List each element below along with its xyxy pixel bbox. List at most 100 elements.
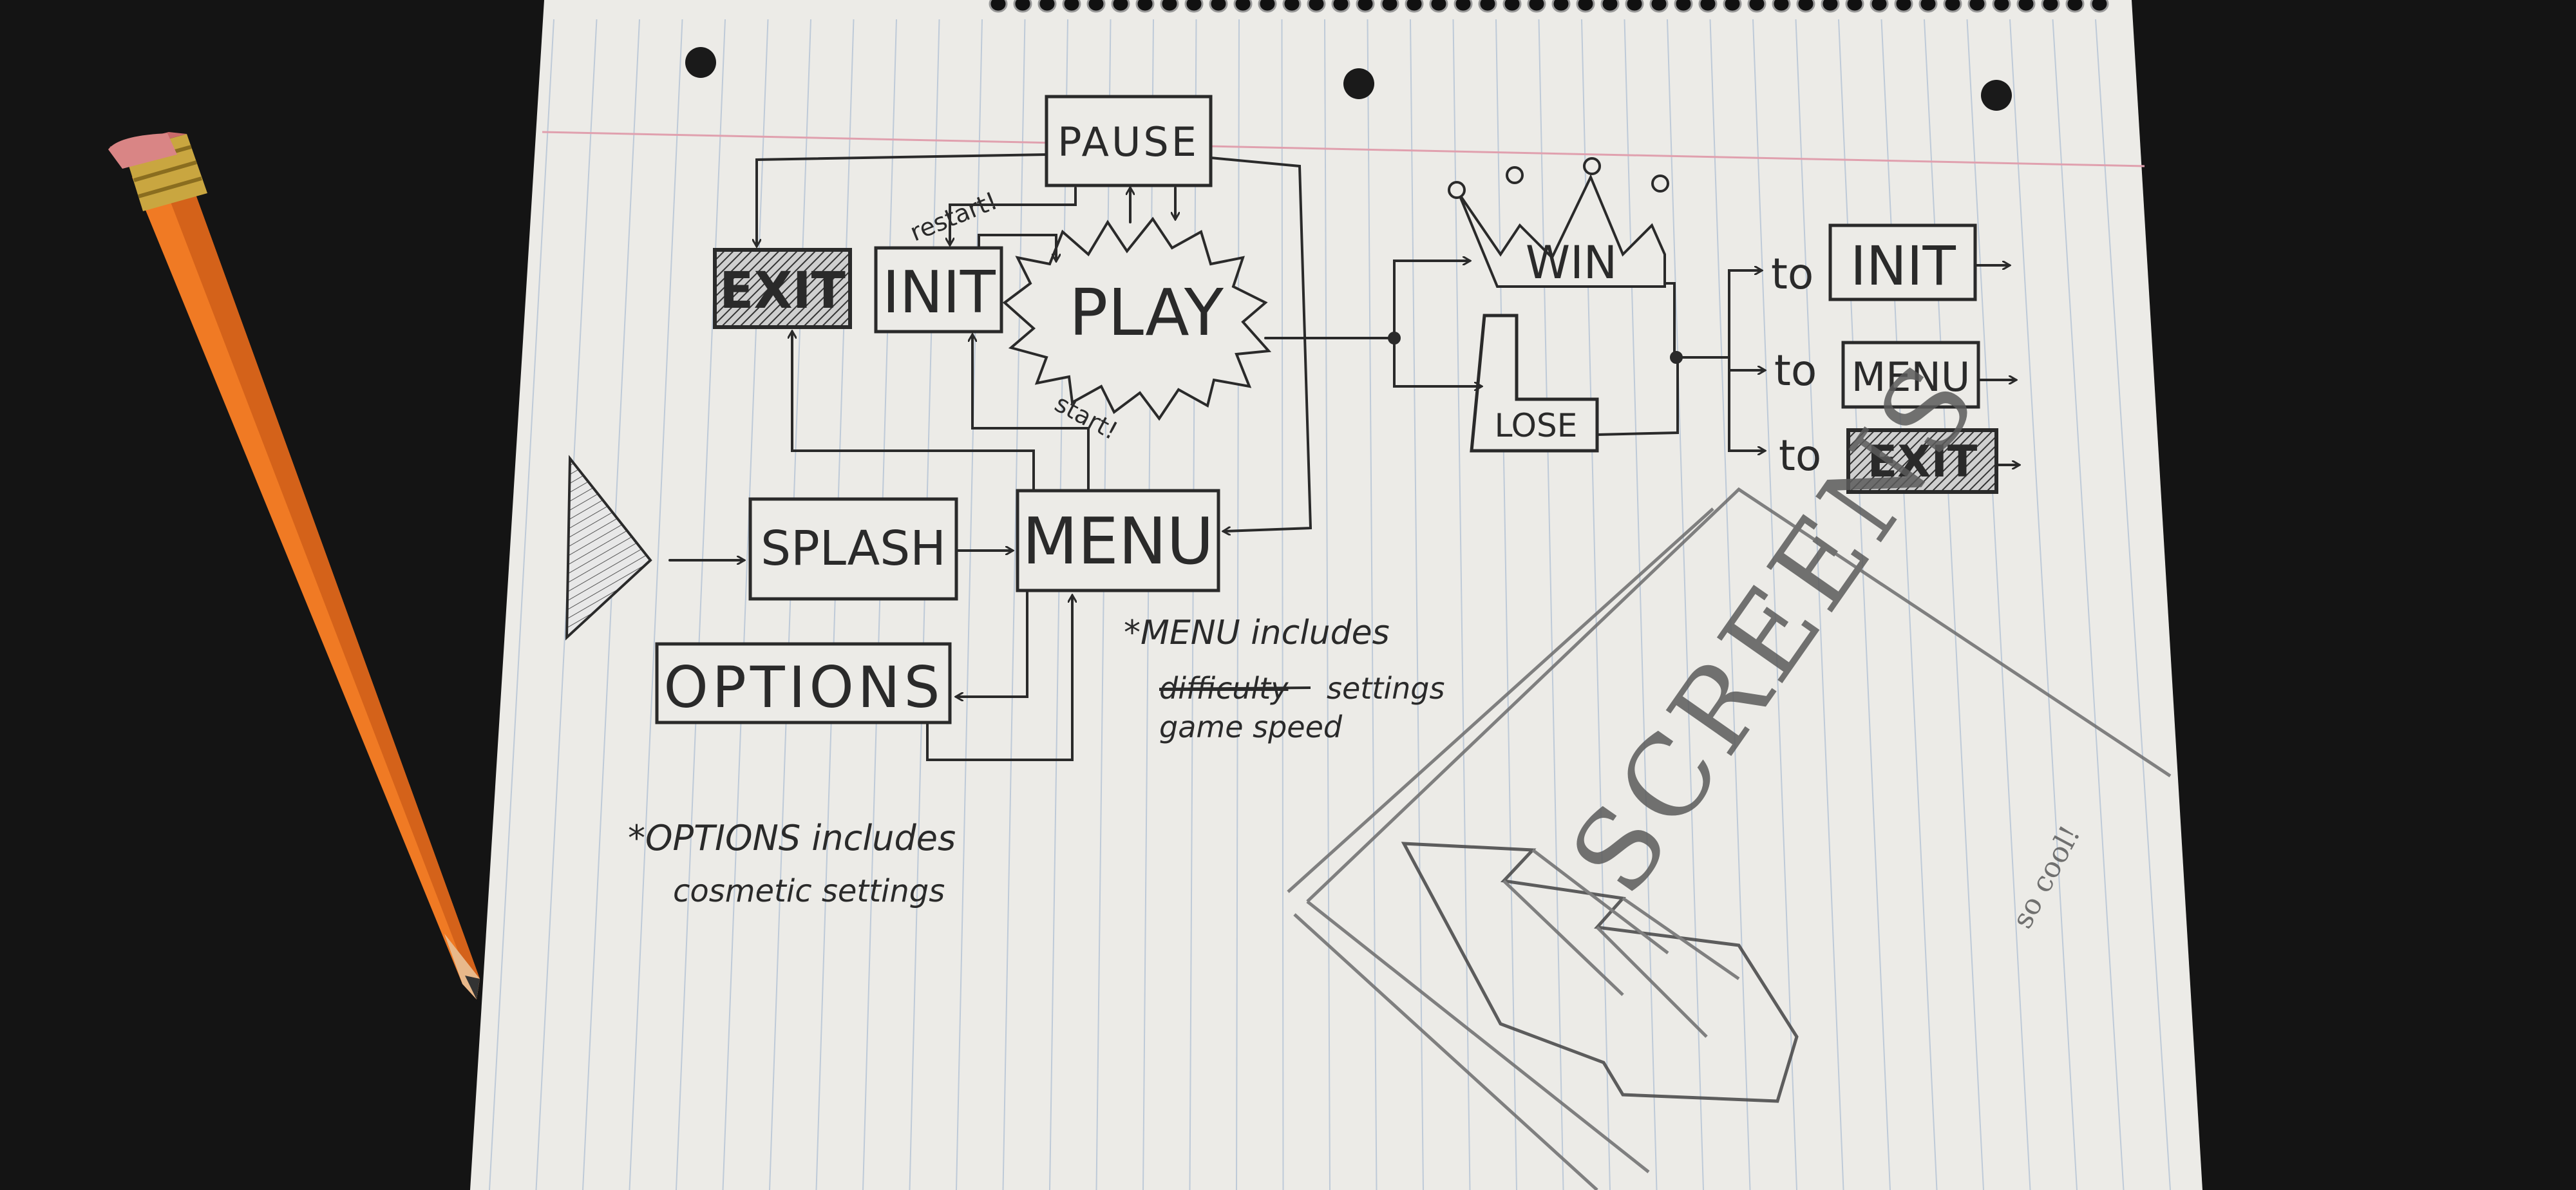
spiral-ring [1013,0,1032,13]
diagram-edges [668,153,1765,761]
state-pause-label: PAUSE [1057,118,1199,165]
spiral-ring [1233,0,1253,13]
spiral-ring [1625,0,1644,13]
spiral-ring [1331,0,1350,13]
outcome-target-menu: MENU [1852,354,1970,401]
menu-note-strikethrough [1159,686,1311,690]
spiral-ring [1772,0,1791,13]
spiral-ring [1209,0,1228,13]
notebook-page [470,0,2202,1190]
ruled-line [2052,19,2125,1190]
spiral-ring [2090,0,2109,13]
spiral-ring [1821,0,1840,13]
spiral-ring [1037,0,1057,13]
state-pause: PAUSE [1045,95,1213,187]
spiral-ring [1356,0,1375,13]
spiral-ring [1282,0,1302,13]
ruled-lines [489,19,2171,1190]
outcome-to-init: to INIT [1771,223,2009,301]
spiral-ring [1135,0,1155,13]
spiral-ring [1600,0,1620,13]
spiral-ring [1184,0,1204,13]
ruled-line [815,19,855,1190]
binder-hole [1981,80,2012,111]
ruled-line [1367,19,1378,1190]
state-menu: MENU [1016,489,1220,592]
ruled-line [1495,19,1517,1190]
state-exit-label: EXIT [719,262,846,320]
ruled-line [1624,19,1658,1190]
spiral-ring [1258,0,1277,13]
binder-hole [1343,68,1374,99]
outcome-to-exit: to EXIT [1779,428,2019,494]
ruled-line [1667,19,1704,1190]
spiral-ring [1870,0,1889,13]
state-init-label: INIT [882,259,996,326]
ruled-line [1709,19,1751,1190]
state-splash-label: SPLASH [761,521,946,576]
ruled-line [1752,19,1797,1190]
ruled-line [1452,19,1471,1190]
binder-hole [685,47,716,78]
spiral-ring [1894,0,1913,13]
ruled-line [582,19,640,1190]
spiral-ring [1967,0,1987,13]
spiral-ring [1429,0,1448,13]
ruled-line [1538,19,1564,1190]
ruled-line [1880,19,1938,1190]
ruled-line [722,19,769,1190]
spiral-ring [1723,0,1742,13]
ruled-line [1142,19,1154,1190]
spiral-ring [1502,0,1522,13]
ruled-line [862,19,897,1190]
ruled-line [909,19,940,1190]
menu-note-line2: game speed [1159,710,1343,744]
ruled-line [1236,19,1240,1190]
menu-note-title: *MENU includes [1124,614,1390,652]
spiral-ring [1307,0,1326,13]
state-play: PLAY [1002,216,1272,421]
state-exit: EXIT [713,248,852,329]
spiral-ring [2065,0,2085,13]
options-note-title: *OPTIONS includes [628,818,956,858]
ruled-line [956,19,983,1190]
spiral-ring [1160,0,1179,13]
outcome-target-exit: EXIT [1868,437,1978,487]
spiral-ring [1845,0,1864,13]
state-init: INIT [874,246,1003,334]
state-play-label: PLAY [1069,275,1224,350]
ruled-line [769,19,811,1190]
spiral-ring [2041,0,2060,13]
ruled-line [1002,19,1026,1190]
options-note-line2: cosmetic settings [673,873,945,909]
spiral-ring [1478,0,1497,13]
pencil-image [108,132,480,999]
spiral-ring [1111,0,1130,13]
ruled-line [1410,19,1424,1190]
spiral-ring [1943,0,1962,13]
outcome-prefix: to [1771,249,1814,299]
outcome-target-init: INIT [1850,234,1956,298]
outcome-to-menu: to MENU [1774,341,2016,409]
spiral-ring [1649,0,1669,13]
ruled-line [1095,19,1112,1190]
ruled-line [2009,19,2078,1190]
spiral-ring [1454,0,1473,13]
ruled-line [1924,19,1984,1190]
spiral-ring [1380,0,1399,13]
ruled-line [2095,19,2171,1190]
ruled-line [1049,19,1068,1190]
ruled-line [1281,19,1284,1190]
state-win-label: WIN [1526,236,1617,289]
spiral-ring [989,0,1008,13]
state-menu-label: MENU [1022,504,1213,579]
ruled-line [1795,19,1844,1190]
spiral-ring [1918,0,1938,13]
spiral-ring [1062,0,1081,13]
ruled-line [1324,19,1331,1190]
margin-line [542,131,2145,167]
ruled-line [1838,19,1891,1190]
state-options-label: OPTIONS [664,654,944,721]
spiral-ring [1405,0,1424,13]
spiral-ring [1086,0,1106,13]
